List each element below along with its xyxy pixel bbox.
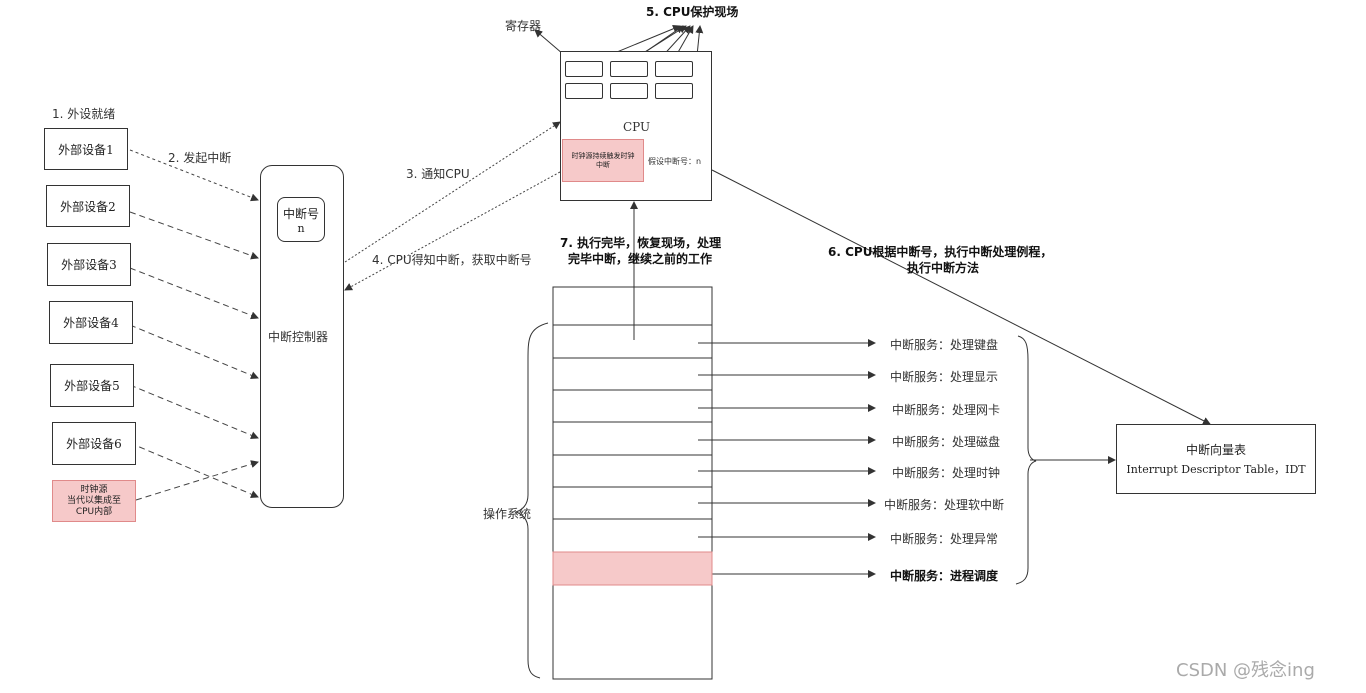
registers-label: 寄存器 (505, 19, 542, 33)
os-brace (514, 322, 549, 679)
clock-source-line2: 当代以集成至 (66, 495, 121, 506)
register-5 (610, 83, 648, 99)
device-6: 外部设备6 (52, 422, 136, 465)
idt-subtitle: Interrupt Descriptor Table，IDT (1126, 463, 1306, 476)
step7-label-line1: 7. 执行完毕，恢复现场，处理 (560, 236, 722, 250)
step1-label: 1. 外设就绪 (52, 107, 116, 121)
device-6-label: 外部设备6 (66, 437, 122, 451)
service-scheduling: 中断服务：进程调度 (890, 569, 999, 583)
idt-title: 中断向量表 (1185, 443, 1246, 457)
cpu-label: CPU (623, 120, 651, 134)
controller-number-box: 中断号 n (277, 197, 325, 242)
clock-source: 时钟源 当代以集成至 CPU内部 (52, 480, 136, 522)
step4-label: 4. CPU得知中断，获取中断号 (372, 253, 532, 267)
clock-source-line3: CPU内部 (75, 506, 113, 517)
register-1 (565, 61, 603, 77)
register-2 (610, 61, 648, 77)
step3-label: 3. 通知CPU (406, 167, 470, 181)
step6-label-line2: 执行中断方法 (907, 261, 980, 275)
device-4-label: 外部设备4 (63, 316, 119, 330)
arrow-device6-controller (129, 442, 259, 498)
device-1: 外部设备1 (44, 128, 128, 170)
cpu-clock-interrupt: 时钟源持续触发时钟 中断 (562, 139, 644, 182)
register-3 (655, 61, 693, 77)
step5-label: 5. CPU保护现场 (646, 5, 739, 19)
service-display: 中断服务：处理显示 (890, 370, 999, 384)
service-disk: 中断服务：处理磁盘 (892, 435, 1001, 449)
device-5: 外部设备5 (50, 364, 134, 407)
service-exception: 中断服务：处理异常 (890, 532, 999, 546)
arrow-notify-cpu (344, 121, 561, 263)
watermark: CSDN @残念ing (1176, 660, 1315, 681)
arrow-device4-controller (129, 324, 259, 380)
os-slot-scheduling (552, 551, 713, 586)
arrow-device3-controller (129, 267, 259, 320)
clock-source-line1: 时钟源 (80, 484, 108, 495)
service-keyboard: 中断服务：处理键盘 (890, 338, 999, 352)
service-softirq: 中断服务：处理软中断 (884, 498, 1005, 512)
arrow-device1-controller (129, 149, 259, 202)
device-3-label: 外部设备3 (61, 258, 117, 272)
device-5-label: 外部设备5 (64, 379, 120, 393)
controller-number-label: 中断号 (282, 206, 319, 221)
services-brace (1015, 335, 1037, 585)
idt-box: 中断向量表 Interrupt Descriptor Table，IDT (1116, 424, 1316, 494)
service-clock: 中断服务：处理时钟 (892, 466, 1001, 480)
cpu-clock-interrupt-line1: 时钟源持续触发时钟 (571, 151, 635, 160)
device-2: 外部设备2 (46, 185, 130, 227)
os-label: 操作系统 (483, 507, 532, 521)
device-2-label: 外部设备2 (60, 199, 116, 214)
controller-number-value: n (297, 221, 305, 235)
device-1-label: 外部设备1 (58, 142, 114, 157)
arrow-clock-controller (135, 460, 259, 501)
step7-label-line2: 完毕中断，继续之前的工作 (568, 252, 713, 266)
os-stack (552, 286, 713, 680)
arrow-cpu-idt (711, 169, 1211, 425)
controller-label: 中断控制器 (268, 330, 329, 344)
arrow-device5-controller (129, 384, 259, 440)
device-3: 外部设备3 (47, 243, 131, 286)
arrow-cpu-getnumber (344, 171, 561, 291)
cpu-assumed-number: 假设中断号：n (648, 157, 702, 166)
step6-label-line1: 6. CPU根据中断号，执行中断处理例程， (828, 245, 1053, 259)
cpu-clock-interrupt-line2: 中断 (596, 160, 610, 169)
register-4 (565, 83, 603, 99)
device-4: 外部设备4 (49, 301, 133, 344)
register-6 (655, 83, 693, 99)
arrow-device2-controller (129, 211, 259, 260)
step2-label: 2. 发起中断 (168, 151, 232, 165)
service-network: 中断服务：处理网卡 (892, 403, 1001, 417)
